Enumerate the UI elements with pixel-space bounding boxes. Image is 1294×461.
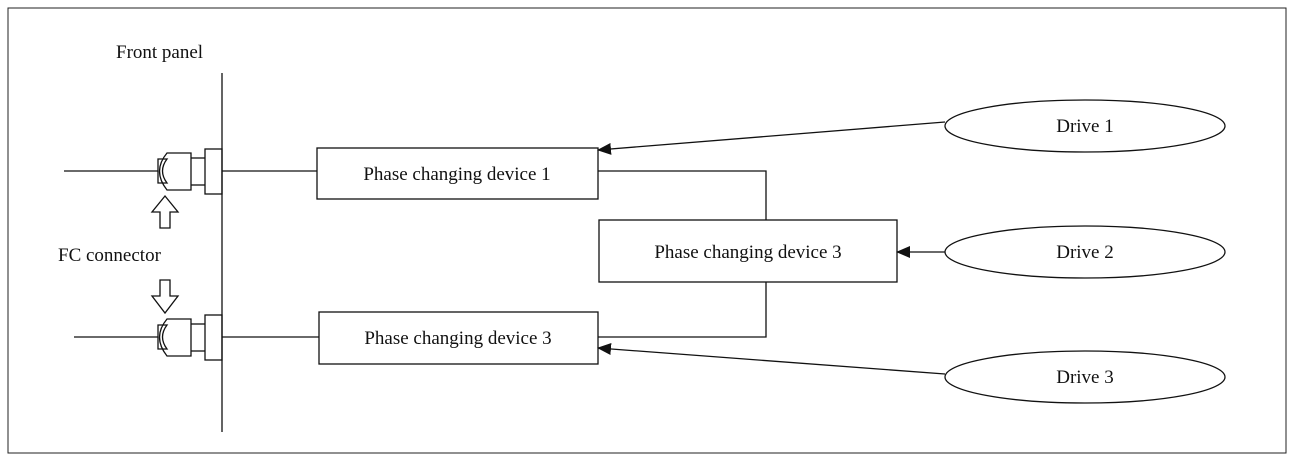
fc-connector-icon bbox=[74, 314, 319, 361]
phase-device-box bbox=[318, 311, 599, 365]
phase-device-label: Phase changing device 3 bbox=[364, 328, 551, 349]
front-panel-label: Front panel bbox=[116, 42, 203, 63]
up-arrow-icon bbox=[150, 194, 180, 229]
drive-arrow bbox=[597, 121, 946, 155]
drive-arrow bbox=[597, 342, 946, 375]
link-line bbox=[598, 282, 767, 338]
down-arrow-icon bbox=[150, 279, 180, 315]
phase-device-box bbox=[316, 147, 599, 200]
drive-label: Drive 1 bbox=[1056, 116, 1114, 137]
drive-ellipse bbox=[944, 350, 1226, 404]
phase-device-label: Phase changing device 1 bbox=[363, 164, 550, 185]
fc-connector-label: FC connector bbox=[58, 245, 162, 266]
drive-ellipse bbox=[944, 99, 1226, 153]
link-line bbox=[598, 170, 767, 220]
fc-connector-icon bbox=[64, 148, 317, 195]
phase-device-label: Phase changing device 3 bbox=[654, 242, 841, 263]
diagram-frame bbox=[7, 7, 1287, 454]
drive-label: Drive 3 bbox=[1056, 367, 1114, 388]
drive-label: Drive 2 bbox=[1056, 242, 1114, 263]
